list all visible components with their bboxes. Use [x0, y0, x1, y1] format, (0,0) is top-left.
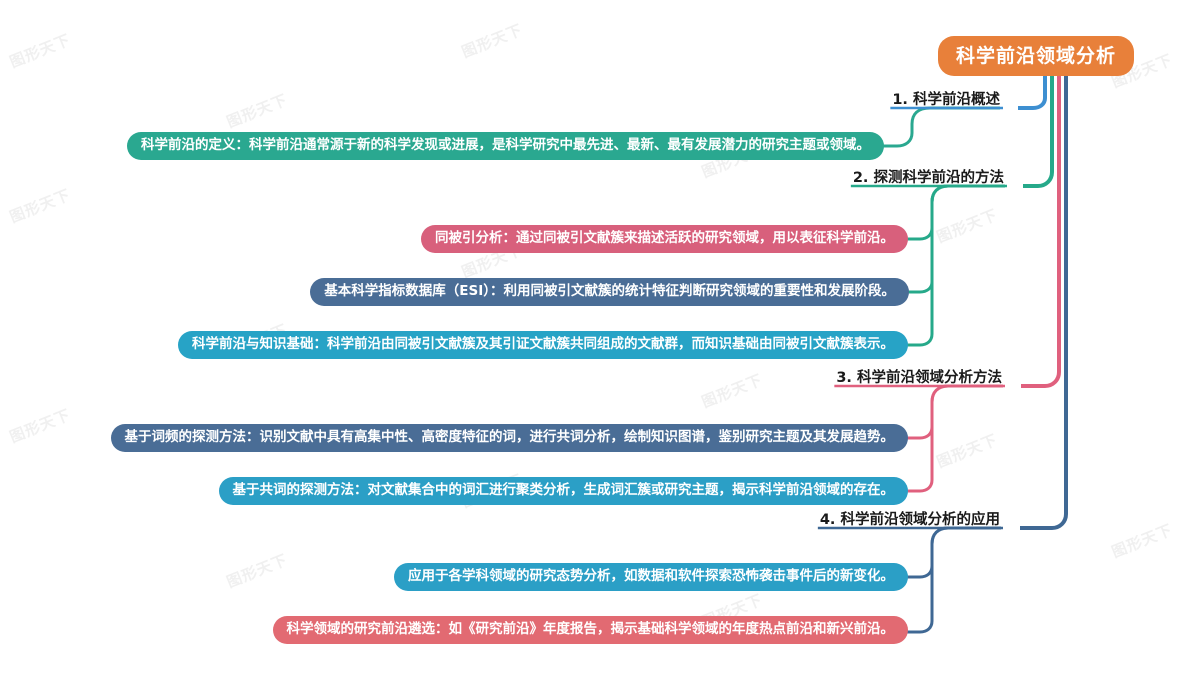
watermark: 图形天下	[699, 370, 766, 412]
leaf-node-2-2-label: 基本科学指标数据库（ESI）：利用同被引文献簇的统计特征判断研究领域的重要性和发…	[324, 283, 895, 300]
link-b4-leaf1	[906, 526, 1001, 579]
leaf-node-4-2-label: 科学领域的研究前沿遴选：如《研究前沿》年度报告，揭示基础科学领域的年度热点前沿和…	[286, 621, 895, 638]
link-root-b4	[1020, 76, 1068, 530]
watermark: 图形天下	[934, 205, 1001, 247]
root-node[interactable]: 科学前沿领域分析	[938, 36, 1135, 76]
leaf-node-2-2[interactable]: 基本科学指标数据库（ESI）：利用同被引文献簇的统计特征判断研究领域的重要性和发…	[310, 278, 909, 306]
link-root-b2	[1023, 76, 1054, 188]
link-b1-leaf1	[882, 106, 1000, 148]
leaf-node-1-1-label: 科学前沿的定义：科学前沿通常源于新的科学发现或进展，是科学研究中最先进、最新、最…	[141, 137, 870, 154]
leaf-node-2-1-label: 同被引分析：通过同被引文献簇来描述活跃的研究领域，用以表征科学前沿。	[435, 230, 894, 247]
branch-label-2-text: 2. 探测科学前沿的方法	[852, 170, 1004, 186]
leaf-node-4-2[interactable]: 科学领域的研究前沿遴选：如《研究前沿》年度报告，揭示基础科学领域的年度热点前沿和…	[272, 616, 908, 644]
leaf-node-2-3-label: 科学前沿与知识基础：科学前沿由同被引文献簇及其引证文献簇共同组成的文献群，而知识…	[192, 336, 894, 353]
branch-label-4[interactable]: 4. 科学前沿领域分析的应用	[820, 513, 1000, 531]
leaf-node-2-1[interactable]: 同被引分析：通过同被引文献簇来描述活跃的研究领域，用以表征科学前沿。	[421, 225, 908, 253]
leaf-node-3-1[interactable]: 基于词频的探测方法：识别文献中具有高集中性、高密度特征的词，进行共词分析，绘制知…	[110, 424, 908, 452]
branch-label-1-text: 1. 科学前沿概述	[892, 92, 1000, 108]
leaf-node-4-1-label: 应用于各学科领域的研究态势分析，如数据和软件探索恐怖袭击事件后的新变化。	[408, 568, 894, 585]
branch-label-3[interactable]: 3. 科学前沿领域分析方法	[836, 371, 1002, 389]
root-node-label: 科学前沿领域分析	[956, 44, 1117, 67]
watermark: 图形天下	[7, 30, 74, 72]
leaf-node-3-2[interactable]: 基于共词的探测方法：对文献集合中的词汇进行聚类分析，生成词汇簇或研究主题，揭示科…	[218, 477, 908, 505]
watermark: 图形天下	[934, 430, 1001, 472]
leaf-node-1-1[interactable]: 科学前沿的定义：科学前沿通常源于新的科学发现或进展，是科学研究中最先进、最新、最…	[127, 132, 884, 160]
branch-label-3-text: 3. 科学前沿领域分析方法	[836, 370, 1002, 386]
watermark: 图形天下	[459, 20, 526, 62]
watermark: 图形天下	[7, 185, 74, 227]
watermark: 图形天下	[7, 405, 74, 447]
branch-label-4-text: 4. 科学前沿领域分析的应用	[819, 512, 1000, 528]
leaf-node-3-1-label: 基于词频的探测方法：识别文献中具有高集中性、高密度特征的词，进行共词分析，绘制知…	[124, 429, 895, 446]
link-root-b3	[1021, 76, 1061, 388]
leaf-node-4-1[interactable]: 应用于各学科领域的研究态势分析，如数据和软件探索恐怖袭击事件后的新变化。	[394, 563, 908, 591]
watermark: 图形天下	[224, 90, 291, 132]
branch-label-1[interactable]: 1. 科学前沿概述	[892, 93, 1000, 111]
link-b4-leaf2	[906, 526, 1001, 634]
watermark: 图形天下	[1109, 520, 1176, 562]
link-root-b1	[1018, 76, 1047, 110]
leaf-node-3-2-label: 基于共词的探测方法：对文献集合中的词汇进行聚类分析，生成词汇簇或研究主题，揭示科…	[232, 482, 895, 499]
branch-label-2[interactable]: 2. 探测科学前沿的方法	[853, 171, 1004, 189]
watermark: 图形天下	[224, 550, 291, 592]
leaf-node-2-3[interactable]: 科学前沿与知识基础：科学前沿由同被引文献簇及其引证文献簇共同组成的文献群，而知识…	[178, 331, 908, 359]
